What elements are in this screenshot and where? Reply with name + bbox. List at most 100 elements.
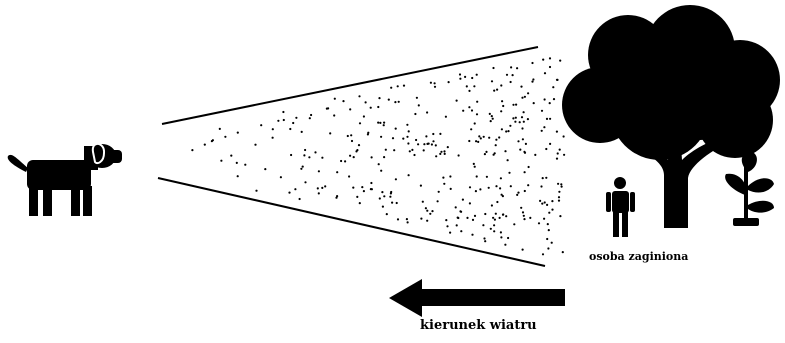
scent-particle	[562, 135, 565, 138]
scent-particle	[546, 223, 549, 226]
scent-particle	[499, 231, 502, 234]
cone-lower-edge	[157, 177, 546, 267]
scent-particle	[370, 188, 373, 191]
scent-particle	[389, 195, 392, 198]
scent-particle	[415, 96, 418, 99]
scent-particle	[560, 183, 563, 186]
scent-particle	[396, 218, 400, 221]
scent-particle	[358, 202, 361, 205]
scent-particle	[513, 223, 516, 226]
cone-upper-edge	[161, 46, 539, 125]
scent-particle	[521, 211, 525, 214]
scent-particle	[468, 186, 472, 189]
scent-particle	[288, 191, 291, 194]
scent-particle	[543, 217, 546, 220]
scent-particle	[316, 187, 319, 190]
scent-particle	[420, 217, 423, 220]
scent-particle	[473, 122, 476, 125]
scent-particle	[230, 154, 233, 157]
scent-particle	[350, 134, 353, 137]
scent-particle	[527, 92, 530, 95]
scent-particle	[540, 129, 543, 132]
scent-particle	[458, 73, 462, 76]
scent-particle	[321, 186, 324, 189]
scent-particle	[457, 154, 460, 157]
scent-particle	[282, 110, 285, 114]
scent-particle	[500, 236, 503, 239]
scent-particle	[495, 138, 498, 141]
scent-particle	[377, 105, 380, 109]
scent-particle	[523, 171, 526, 174]
scent-particle	[358, 122, 362, 125]
scent-particle	[244, 163, 247, 166]
scent-particle	[468, 202, 471, 205]
scent-particle	[545, 117, 549, 120]
scent-particle	[224, 135, 227, 138]
scent-particle	[468, 106, 471, 109]
scent-particle	[406, 221, 409, 224]
scent-particle	[304, 148, 307, 152]
scent-particle	[492, 153, 495, 156]
scent-particle	[355, 150, 358, 153]
scent-particle	[489, 120, 492, 123]
scent-particle	[500, 110, 503, 113]
scent-particle	[550, 241, 553, 244]
scent-particle	[314, 151, 317, 154]
dog-icon	[7, 142, 122, 216]
scent-particle	[218, 127, 221, 130]
scent-particle	[527, 184, 530, 187]
scent-particle	[406, 123, 409, 126]
scent-particle	[479, 188, 482, 191]
scent-particle	[490, 115, 493, 118]
scent-particle	[366, 133, 369, 136]
scent-particle	[532, 78, 535, 81]
scent-particle	[254, 143, 257, 146]
scent-particle	[411, 148, 414, 151]
scent-particle	[406, 135, 409, 138]
scent-particle	[449, 175, 452, 178]
scent-particle	[493, 230, 496, 233]
scent-particle	[457, 216, 460, 220]
scent-particle	[394, 101, 397, 104]
scent-particle	[377, 163, 380, 166]
scent-particle	[439, 152, 442, 155]
scent-particle	[466, 216, 469, 219]
scent-particle	[475, 140, 478, 143]
scent-particle	[298, 197, 301, 201]
scent-particle	[496, 200, 499, 204]
scent-particle	[455, 224, 458, 227]
scent-particle	[522, 111, 525, 114]
scent-particle	[445, 219, 448, 222]
scent-particle	[436, 200, 439, 203]
scent-particle	[465, 85, 468, 88]
scent-particle	[397, 100, 400, 103]
scent-particle	[393, 149, 396, 152]
scent-particle	[235, 161, 238, 164]
scent-particle	[494, 212, 497, 215]
scent-particle	[378, 197, 381, 200]
scent-particle	[282, 118, 285, 122]
scent-particle	[557, 196, 561, 199]
scent-particle	[434, 144, 437, 147]
scent-particle	[543, 201, 546, 204]
scent-particle	[364, 101, 367, 104]
scent-particle	[377, 121, 380, 124]
scent-particle	[505, 73, 509, 76]
scent-particle	[430, 143, 433, 146]
scent-particle	[471, 233, 474, 236]
scent-particle	[542, 58, 545, 61]
scent-particle	[473, 214, 477, 217]
scent-particle	[444, 115, 447, 118]
scent-particle	[413, 153, 416, 157]
scent-particle	[521, 138, 525, 141]
scent-particle	[383, 156, 386, 159]
scent-particle	[563, 153, 566, 156]
scent-particle	[491, 117, 494, 120]
scent-particle	[260, 124, 263, 127]
scent-particle	[558, 190, 561, 193]
scent-particle	[520, 85, 523, 88]
scent-particle	[505, 130, 508, 133]
scent-particle	[552, 98, 556, 101]
scent-particle	[541, 177, 544, 180]
scent-particle	[498, 136, 501, 139]
